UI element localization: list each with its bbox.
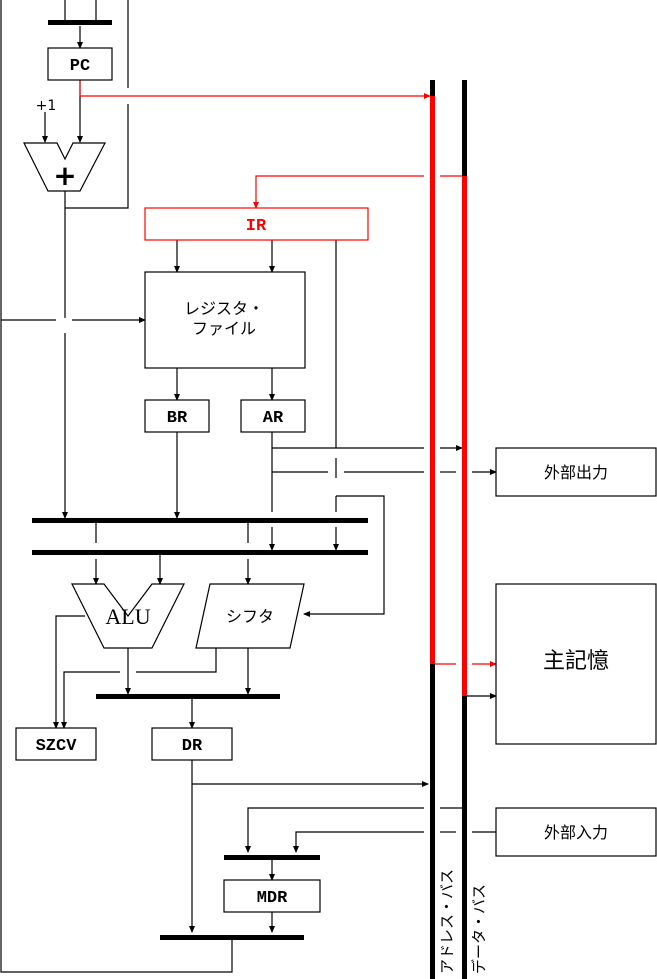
adder-unit [23,142,106,192]
mdr-input-bus [224,855,320,860]
alu-unit [71,583,185,649]
external-output-label: 外部出力 [544,463,608,482]
shifter-unit [195,583,305,649]
shifter-control-wire [303,495,385,617]
pc-to-address-bus [79,80,431,99]
alu-label: ALU [105,604,150,629]
alu-output-bus [96,694,280,699]
br-register [144,399,210,433]
address-bus-bottom [430,664,435,979]
ar-register [240,399,306,433]
br-label: BR [167,409,188,428]
pc-input-bus [48,20,112,25]
dr-label: DR [182,737,203,756]
adder-loop-wire-bottom [65,104,129,209]
address-bus-top [430,80,435,96]
mdr-label: MDR [257,889,288,908]
data-bus-label: データ・バス [470,884,488,974]
adder-symbol: + [53,159,76,192]
address-bus-active [430,96,435,664]
data-bus-top [462,80,467,176]
data-bus-bottom [462,696,467,979]
alu-to-szcv [53,615,85,729]
external-input-label: 外部入力 [544,823,608,842]
bus-2 [32,550,368,555]
main-memory-box [495,583,657,745]
outer-loop-wire [0,0,233,973]
szcv-register [15,727,97,761]
shifter-to-szcv-a [136,648,217,673]
ar-label: AR [263,409,284,428]
data-bus-active [462,176,467,696]
dr-register [151,727,233,761]
pc-label: PC [70,57,90,76]
plus-one-label: +1 [36,98,57,114]
databus-to-ir-b [253,175,424,209]
bottom-bus [160,935,304,940]
external-output-box [495,447,657,497]
register-file [144,271,306,369]
bus-1 [32,518,368,523]
external-input-box [495,807,657,857]
ir-label: IR [246,217,267,236]
register-file-label-1: レジスタ・ [184,299,264,318]
shifter-label: シフタ [226,607,274,626]
ir-register [144,207,369,241]
mdr-register [223,879,321,913]
databus-to-mdr-bus [245,807,424,853]
register-file-label-2: ファイル [192,319,256,338]
input-to-mdr-bus [293,831,424,853]
szcv-label: SZCV [36,737,78,756]
shifter-to-szcv-b [61,671,120,729]
address-bus-label: アドレス・バス [438,869,456,974]
pc-register [47,47,113,81]
main-memory-label: 主記憶 [543,649,609,674]
